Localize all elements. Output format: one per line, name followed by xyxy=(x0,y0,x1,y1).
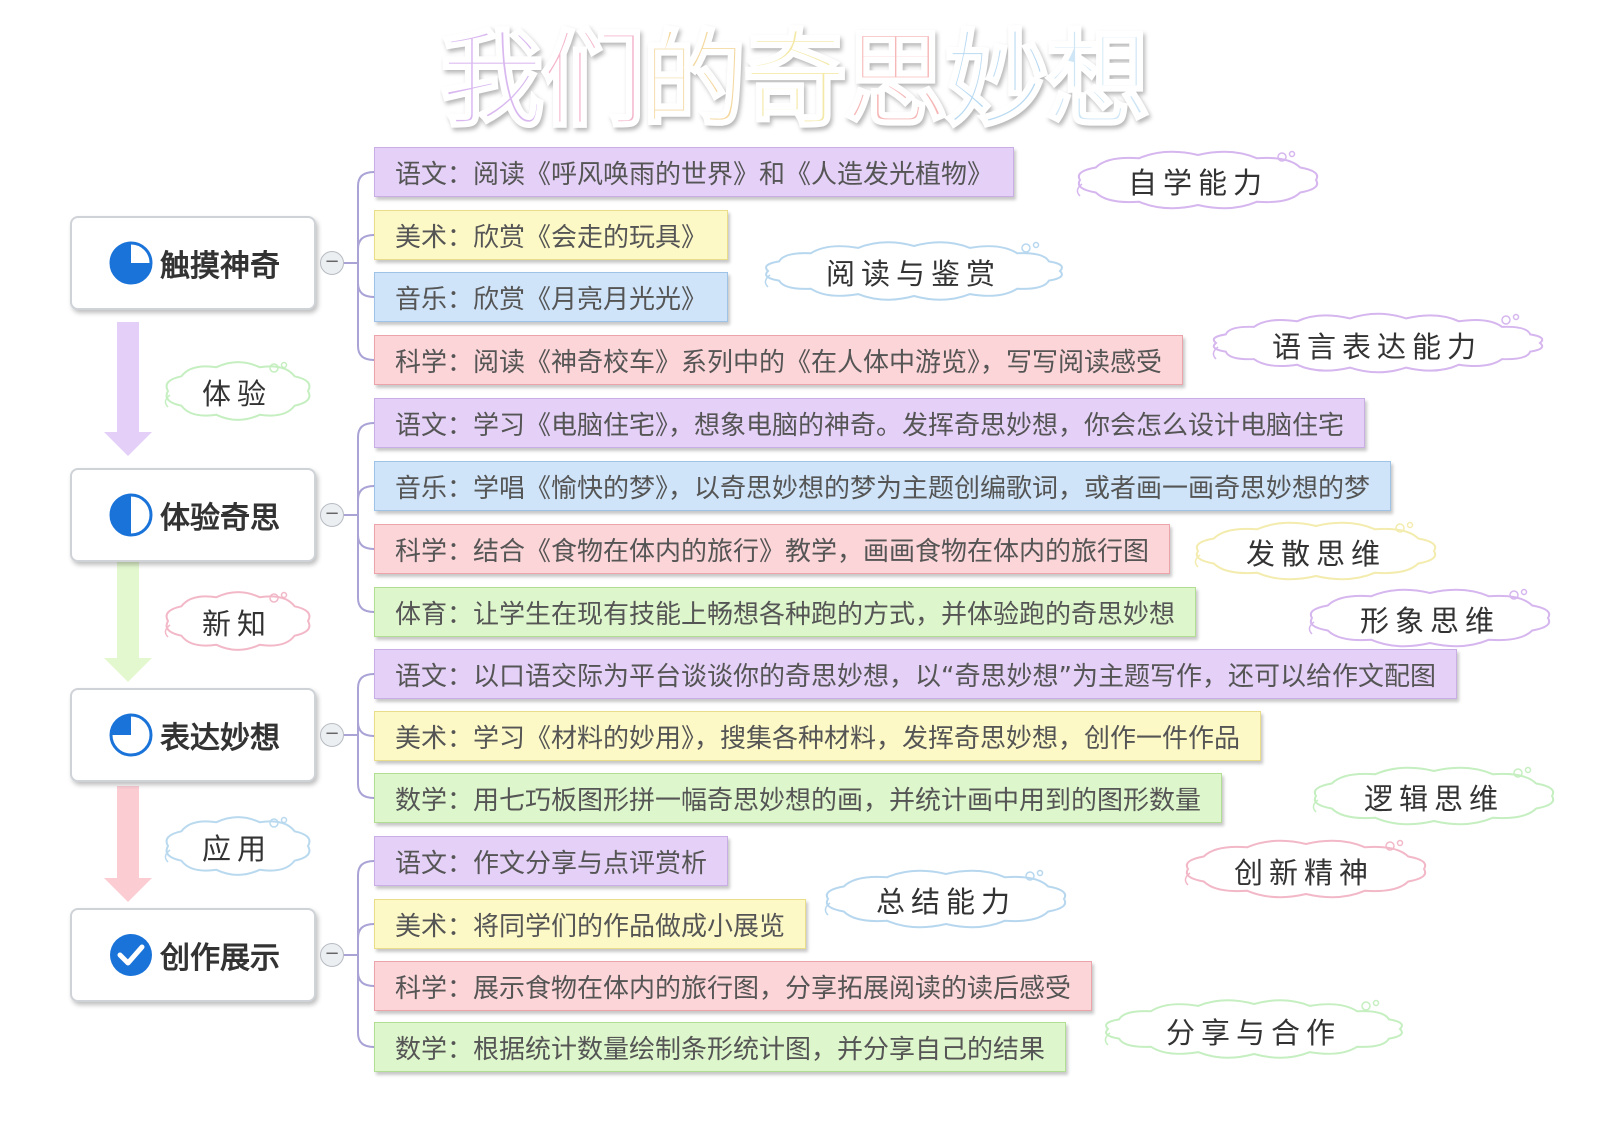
topic-box[interactable]: 音乐：学唱《愉快的梦》，以奇思妙想的梦为主题创编歌词，或者画一画奇思妙想的梦 xyxy=(374,461,1392,511)
connector-curve xyxy=(357,234,375,250)
title-char: 我 xyxy=(440,19,544,138)
topic-text: 数学：根据统计数量绘制条形统计图，并分享自己的结果 xyxy=(395,1034,1046,1065)
topic-text: 语文：阅读《呼风唤雨的世界》和《人造发光植物》 xyxy=(395,159,994,190)
check-circle-icon xyxy=(110,934,152,976)
step-label: 体验 xyxy=(202,377,273,411)
connector-curve xyxy=(357,597,375,613)
connector-curve xyxy=(357,923,375,939)
title-char: 奇 xyxy=(743,19,847,138)
connector-curve xyxy=(357,485,375,501)
topic-text: 科学：展示食物在体内的旅行图，分享拓展阅读的读后感受 xyxy=(395,973,1072,1004)
connector-curve xyxy=(357,345,375,361)
stage-node-touch[interactable]: 触摸神奇 xyxy=(70,216,316,310)
connector-curve xyxy=(357,534,375,550)
topic-text: 音乐：学唱《愉快的梦》，以奇思妙想的梦为主题创编歌词，或者画一画奇思妙想的梦 xyxy=(395,473,1371,504)
topic-box[interactable]: 体育：让学生在现有技能上畅想各种跑的方式，并体验跑的奇思妙想 xyxy=(374,587,1197,637)
step-label: 新知 xyxy=(202,607,273,641)
topic-box[interactable]: 数学：根据统计数量绘制条形统计图，并分享自己的结果 xyxy=(374,1022,1067,1072)
stage-label: 表达妙想 xyxy=(160,721,280,756)
pie-half-icon xyxy=(109,493,153,537)
ability-label: 创新精神 xyxy=(1234,856,1375,890)
topic-text: 科学：结合《食物在体内的旅行》教学，画画食物在体内的旅行图 xyxy=(395,536,1150,567)
connector-curve xyxy=(357,422,375,438)
connector-curve xyxy=(357,860,375,876)
collapse-toggle[interactable]: − xyxy=(320,503,344,527)
topic-text: 语文：以口语交际为平台谈谈你的奇思妙想，以“奇思妙想”为主题写作，还可以给作文配… xyxy=(395,661,1436,692)
connector-curve xyxy=(357,971,375,987)
topic-box[interactable]: 数学：用七巧板图形拼一幅奇思妙想的画，并统计画中用到的图形数量 xyxy=(374,773,1223,823)
topic-text: 语文：作文分享与点评赏析 xyxy=(395,848,708,879)
down-arrow-icon xyxy=(104,786,152,902)
pie-three-quarter-icon xyxy=(109,713,153,757)
ability-label: 自学能力 xyxy=(1128,166,1269,200)
ability-cloud xyxy=(1212,312,1544,374)
topic-text: 科学：阅读《神奇校车》系列中的《在人体中游览》，写写阅读感受 xyxy=(395,347,1163,378)
stage-node-showcase[interactable]: 创作展示 xyxy=(70,908,316,1002)
ability-label: 形象思维 xyxy=(1360,604,1501,638)
ability-cloud xyxy=(1194,521,1437,581)
topic-text: 体育：让学生在现有技能上畅想各种跑的方式，并体验跑的奇思妙想 xyxy=(395,599,1176,630)
topic-box[interactable]: 音乐：欣赏《月亮月光光》 xyxy=(374,272,729,322)
collapse-toggle[interactable]: − xyxy=(320,943,344,967)
connector-curve xyxy=(357,783,375,799)
title-char: 妙 xyxy=(945,19,1049,138)
title-char: 们 xyxy=(541,19,645,138)
ability-label: 总结能力 xyxy=(876,885,1017,919)
down-arrow-icon xyxy=(104,322,152,456)
topic-text: 数学：用七巧板图形拼一幅奇思妙想的画，并统计画中用到的图形数量 xyxy=(395,785,1202,816)
topic-box[interactable]: 语文：阅读《呼风唤雨的世界》和《人造发光植物》 xyxy=(374,147,1015,197)
title-char: 的 xyxy=(642,19,746,138)
topic-text: 美术：将同学们的作品做成小展览 xyxy=(395,911,786,942)
step-label: 应用 xyxy=(202,832,273,866)
topic-text: 音乐：欣赏《月亮月光光》 xyxy=(395,284,708,315)
ability-label: 阅读与鉴赏 xyxy=(826,257,1002,291)
topic-box[interactable]: 科学：结合《食物在体内的旅行》教学，画画食物在体内的旅行图 xyxy=(374,524,1171,574)
ability-label: 语言表达能力 xyxy=(1272,330,1483,364)
topic-box[interactable]: 科学：阅读《神奇校车》系列中的《在人体中游览》，写写阅读感受 xyxy=(374,335,1184,385)
topic-box[interactable]: 美术：欣赏《会走的玩具》 xyxy=(374,210,729,260)
topic-box[interactable]: 科学：展示食物在体内的旅行图，分享拓展阅读的读后感受 xyxy=(374,961,1093,1011)
ability-label: 逻辑思维 xyxy=(1364,782,1505,816)
connector-curve xyxy=(357,673,375,689)
title-char: 思 xyxy=(844,19,948,138)
pie-quarter-icon xyxy=(109,241,153,285)
topic-box[interactable]: 语文：学习《电脑住宅》，想象电脑的神奇。发挥奇思妙想，你会怎么设计电脑住宅 xyxy=(374,398,1366,448)
stage-label: 触摸神奇 xyxy=(160,249,280,284)
topic-box[interactable]: 美术：学习《材料的妙用》，搜集各种材料，发挥奇思妙想，创作一件作品 xyxy=(374,711,1262,761)
step-cloud xyxy=(164,361,311,421)
ability-cloud xyxy=(1312,766,1555,826)
connector-curve xyxy=(357,1032,375,1048)
down-arrow-icon xyxy=(104,562,152,682)
ability-label: 分享与合作 xyxy=(1166,1016,1342,1050)
ability-cloud xyxy=(1104,999,1403,1059)
topic-text: 美术：欣赏《会走的玩具》 xyxy=(395,222,708,253)
stage-node-express[interactable]: 表达妙想 xyxy=(70,688,316,782)
ability-cloud xyxy=(1184,839,1427,899)
connector-curve xyxy=(357,721,375,737)
title-char: 想 xyxy=(1046,19,1150,138)
ability-cloud xyxy=(1308,588,1551,648)
collapse-toggle[interactable]: − xyxy=(320,723,344,747)
step-cloud xyxy=(164,591,311,651)
ability-cloud xyxy=(824,869,1067,929)
ability-cloud xyxy=(1076,150,1319,210)
ability-cloud xyxy=(764,241,1063,301)
topic-box[interactable]: 语文：以口语交际为平台谈谈你的奇思妙想，以“奇思妙想”为主题写作，还可以给作文配… xyxy=(374,649,1457,699)
connector-curve xyxy=(357,171,375,187)
topic-box[interactable]: 语文：作文分享与点评赏析 xyxy=(374,836,729,886)
topic-text: 美术：学习《材料的妙用》，搜集各种材料，发挥奇思妙想，创作一件作品 xyxy=(395,723,1241,754)
collapse-toggle[interactable]: − xyxy=(320,251,344,275)
stage-label: 体验奇思 xyxy=(160,501,280,536)
ability-label: 发散思维 xyxy=(1246,537,1387,571)
stage-label: 创作展示 xyxy=(160,941,280,976)
step-cloud xyxy=(164,816,311,876)
stage-node-experience[interactable]: 体验奇思 xyxy=(70,468,316,562)
topic-text: 语文：学习《电脑住宅》，想象电脑的神奇。发挥奇思妙想，你会怎么设计电脑住宅 xyxy=(395,410,1345,441)
topic-box[interactable]: 美术：将同学们的作品做成小展览 xyxy=(374,899,807,949)
connector-curve xyxy=(357,282,375,298)
